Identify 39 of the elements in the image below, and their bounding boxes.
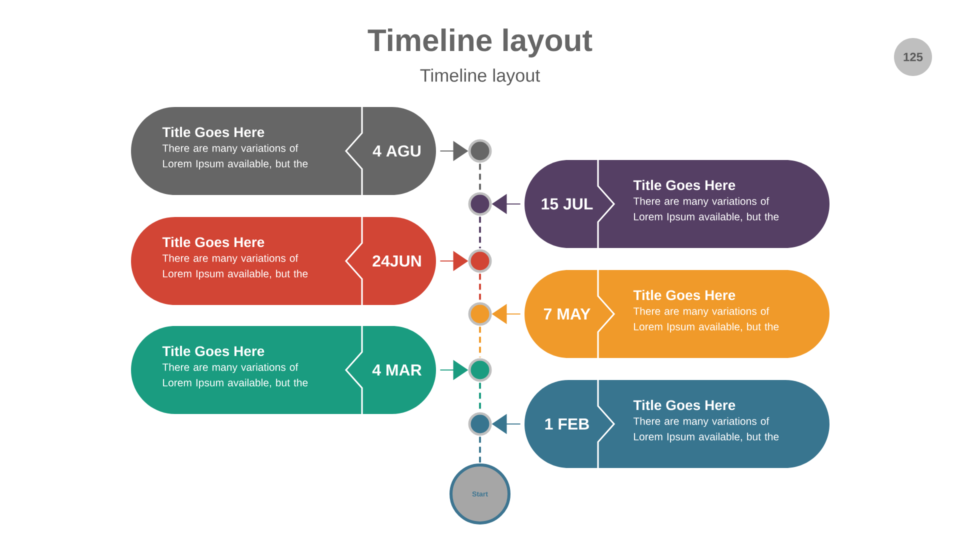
timeline-pill: [131, 107, 436, 195]
date-label: 1 FEB: [545, 418, 589, 430]
timeline-dot: [468, 302, 492, 326]
title-text: Title Goes Here: [633, 290, 736, 300]
timeline-dot: [468, 192, 492, 216]
date-label: 7 MAY: [544, 308, 590, 320]
body-text: There are many variations of Lorem Ipsum available, but the: [162, 363, 308, 388]
body-text: There are many variations of Lorem Ipsum available, but the: [633, 417, 779, 442]
timeline-pill: [524, 380, 830, 468]
date-label: 4 AGU: [372, 145, 420, 157]
title-text: Title Goes Here: [633, 400, 736, 410]
date-label: 24JUN: [372, 255, 421, 267]
dashed-connector: [479, 216, 481, 248]
dashed-connector: [479, 326, 481, 358]
timeline-pill: [524, 160, 830, 248]
title-text: Title Goes Here: [162, 346, 264, 356]
timeline-pill: [524, 270, 830, 358]
timeline-pill: [131, 217, 436, 305]
timeline-dot: [468, 249, 492, 273]
body-text: There are many variations of Lorem Ipsum available, but the: [633, 197, 779, 222]
title-text: Title Goes Here: [633, 180, 736, 190]
body-text: There are many variations of Lorem Ipsum available, but the: [633, 307, 779, 332]
timeline-dot: [468, 358, 492, 382]
title-text: Title Goes Here: [162, 126, 264, 138]
title-text: Title Goes Here: [162, 236, 264, 248]
page-number-badge: 125: [894, 38, 932, 76]
body-text: There are many variations of Lorem Ipsum available, but the: [162, 254, 308, 280]
timeline-pill: [131, 326, 436, 414]
body-text: There are many variations of Lorem Ipsum available, but the: [162, 144, 308, 170]
dashed-connector: [479, 274, 481, 302]
slide-title: Timeline layout: [368, 28, 592, 58]
date-label: 4 MAR: [372, 364, 422, 376]
dashed-connector: [479, 164, 481, 192]
timeline-dot: [468, 412, 492, 436]
date-label: 15 JUL: [542, 198, 593, 210]
dashed-connector: [479, 436, 481, 462]
dashed-connector: [479, 382, 481, 412]
slide-subtitle: Timeline layout: [420, 68, 540, 86]
timeline-dot: [468, 139, 492, 163]
